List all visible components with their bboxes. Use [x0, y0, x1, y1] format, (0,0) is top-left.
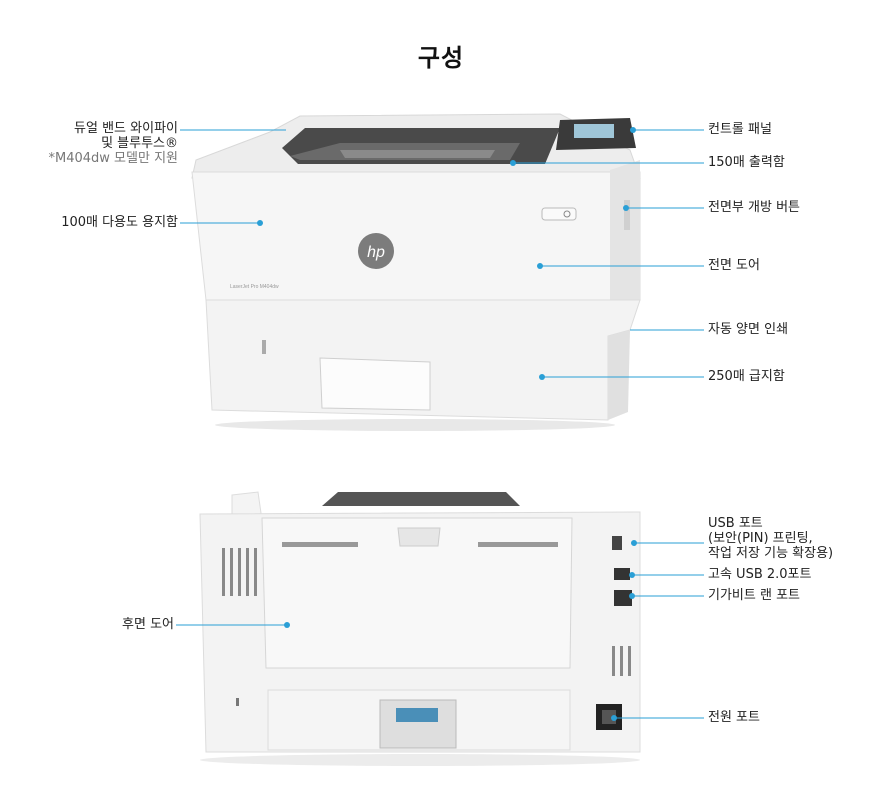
label-usb-port-line3: 작업 저장 기능 확장용) — [708, 546, 834, 561]
usb-2-port — [614, 568, 630, 580]
hp-logo: hp — [358, 233, 394, 269]
usb-host-port — [612, 536, 622, 550]
printer-rear-view — [199, 491, 641, 766]
label-wifi-line2: 및 블루투스® — [101, 136, 178, 151]
label-power: 전원 포트 — [708, 710, 760, 725]
rear-vents-right — [612, 646, 631, 676]
label-output150: 150매 출력함 — [708, 155, 785, 170]
model-text: LaserJet Pro M404dw — [230, 284, 279, 290]
rear-paper-slot — [379, 699, 457, 749]
printer-front-view: hp LaserJet Pro M404dw — [191, 113, 641, 431]
control-panel — [556, 118, 636, 150]
tray-handle — [319, 357, 431, 411]
page-title: 구성 — [417, 44, 465, 72]
rear-door-panel — [261, 517, 573, 669]
label-duplex: 자동 양면 인쇄 — [708, 322, 789, 337]
label-usb-port: USB 포트 (보안(PIN) 프린팅, 작업 저장 기능 확장용) — [708, 516, 833, 561]
label-front-open-button: 전면부 개방 버튼 — [708, 200, 800, 215]
hp-logo-text: hp — [367, 244, 385, 261]
rear-vents-left — [222, 548, 257, 596]
power-button — [541, 207, 577, 221]
label-control-panel: 컨트롤 패널 — [708, 122, 772, 137]
callout-lines — [176, 127, 704, 721]
label-usb-port-line1: USB 포트 — [708, 516, 763, 531]
label-rear-door: 후면 도어 — [122, 617, 174, 632]
label-wifi-note: *M404dw 모델만 지원 — [48, 151, 178, 166]
ethernet-port — [614, 590, 632, 606]
label-gigabit: 기가비트 랜 포트 — [708, 588, 800, 603]
label-tray100: 100매 다용도 용지함 — [61, 215, 178, 230]
label-usb-port-line2: (보안(PIN) 프린팅, — [708, 531, 813, 546]
label-front-door: 전면 도어 — [708, 258, 760, 273]
label-tray250: 250매 급지함 — [708, 369, 785, 384]
label-wifi: 듀얼 밴드 와이파이 및 블루투스® *M404dw 모델만 지원 — [49, 121, 178, 166]
label-hispeed-usb: 고속 USB 2.0포트 — [708, 567, 812, 582]
front-open-button — [624, 200, 630, 230]
label-wifi-line1: 듀얼 밴드 와이파이 — [74, 121, 178, 136]
